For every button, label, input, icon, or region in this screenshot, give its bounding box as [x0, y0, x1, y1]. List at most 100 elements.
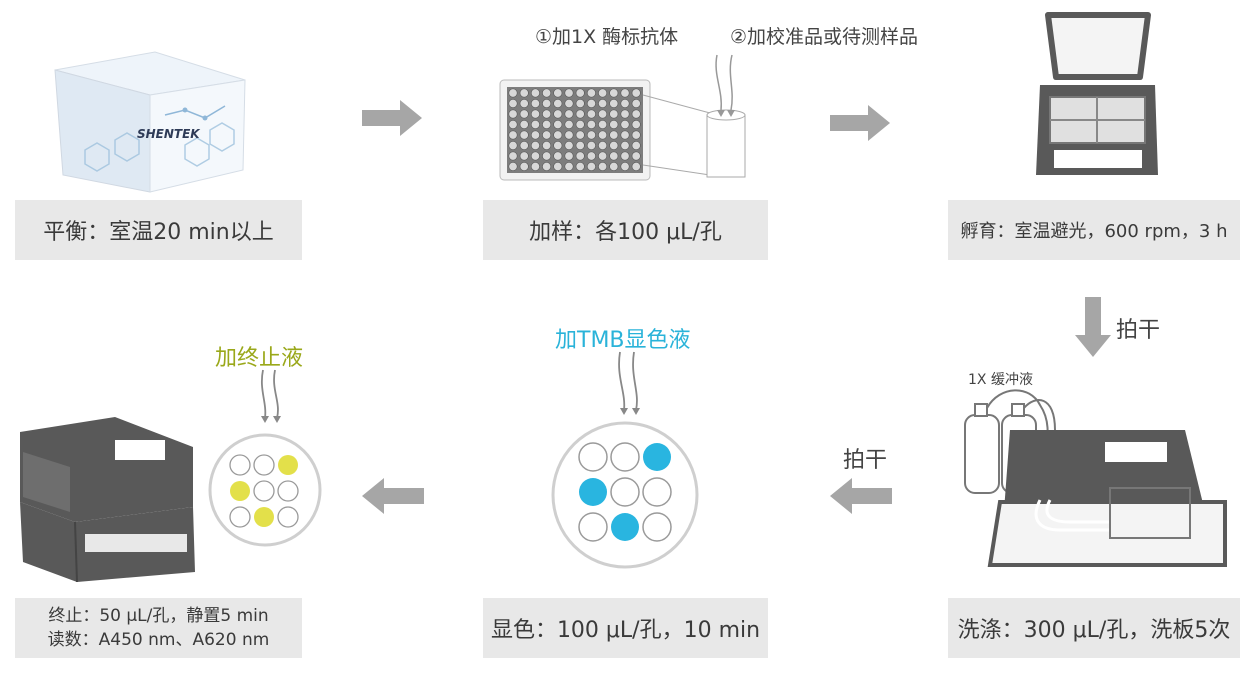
- plate-well: [598, 109, 608, 119]
- plate-well: [542, 162, 552, 172]
- plate-well: [564, 151, 574, 161]
- plate-well: [575, 120, 585, 130]
- plate-well: [553, 162, 563, 172]
- stop-well-diagram: [208, 369, 322, 547]
- plate-well: [609, 130, 619, 140]
- plate-well: [553, 130, 563, 140]
- add-tmb-note: 加TMB显色液: [555, 328, 691, 353]
- plate-well: [575, 151, 585, 161]
- plate-well: [631, 98, 641, 108]
- pat-dry-note-1: 拍干: [1116, 318, 1161, 343]
- add-stop-note: 加终止液: [215, 346, 304, 371]
- plate-well: [598, 120, 608, 130]
- stop-read-label: 终止：50 μL/孔，静置5 min 读数：A450 nm、A620 nm: [15, 598, 302, 658]
- plate-well: [631, 162, 641, 172]
- plate-well: [620, 162, 630, 172]
- flow-arrow-down: [1075, 297, 1111, 357]
- plate-well: [586, 162, 596, 172]
- plate-well: [575, 141, 585, 151]
- plate-well: [508, 98, 518, 108]
- add-sample-text: 加样：各100 μL/孔: [529, 220, 722, 245]
- plate-well: [586, 120, 596, 130]
- flow-arrow-right-1: [362, 100, 422, 136]
- plate-well: [575, 162, 585, 172]
- plate-well: [519, 151, 529, 161]
- plate-well: [598, 88, 608, 98]
- plate-well: [598, 130, 608, 140]
- incubate-label: 孵育：室温避光，600 rpm，3 h: [948, 200, 1240, 260]
- plate-well: [564, 130, 574, 140]
- plate-well: [519, 88, 529, 98]
- plate-well: [542, 98, 552, 108]
- plate-well: [508, 130, 518, 140]
- wash-label: 洗涤：300 μL/孔，洗板5次: [948, 598, 1240, 658]
- plate-well: [631, 88, 641, 98]
- kit-box-image: SHENTEK: [54, 51, 246, 193]
- plate-well: [575, 109, 585, 119]
- flow-arrow-left-1: [830, 478, 892, 514]
- plate-well: [542, 141, 552, 151]
- add-standard-note: ②加校准品或待测样品: [730, 26, 919, 48]
- plate-well: [598, 98, 608, 108]
- plate-well: [620, 88, 630, 98]
- plate-well: [519, 130, 529, 140]
- plate-well: [508, 162, 518, 172]
- plate-well: [553, 141, 563, 151]
- plate-well: [598, 141, 608, 151]
- plate-well: [586, 151, 596, 161]
- plate-well: [620, 120, 630, 130]
- plate-well: [631, 109, 641, 119]
- plate-well: [530, 120, 540, 130]
- add-antibody-note: ①加1X 酶标抗体: [535, 26, 679, 48]
- plate-well: [586, 130, 596, 140]
- wash-text: 洗涤：300 μL/孔，洗板5次: [957, 618, 1231, 643]
- plate-well: [542, 130, 552, 140]
- plate-well: [508, 109, 518, 119]
- plate-well: [542, 109, 552, 119]
- plate-well: [553, 151, 563, 161]
- equilibrate-text: 平衡：室温20 min以上: [43, 220, 274, 245]
- add-sample-label: 加样：各100 μL/孔: [483, 200, 768, 260]
- plate-well: [609, 162, 619, 172]
- plate-well: [620, 130, 630, 140]
- plate-well: [620, 151, 630, 161]
- plate-well: [530, 141, 540, 151]
- develop-text: 显色：100 μL/孔，10 min: [490, 618, 761, 643]
- plate-well: [508, 151, 518, 161]
- plate-well: [620, 109, 630, 119]
- plate-well: [575, 98, 585, 108]
- plate-well: [542, 120, 552, 130]
- plate-well: [631, 141, 641, 151]
- plate-reader-image: [20, 417, 195, 583]
- plate-well: [530, 151, 540, 161]
- brand-logo: SHENTEK: [137, 127, 201, 141]
- plate-well: [519, 141, 529, 151]
- plate-well: [564, 98, 574, 108]
- plate-well: [586, 141, 596, 151]
- plate-washer-image: [964, 389, 1227, 567]
- plate-well: [519, 120, 529, 130]
- plate-well: [530, 98, 540, 108]
- shaker-image: [1036, 12, 1158, 175]
- plate-well: [564, 120, 574, 130]
- buffer-note: 1X 缓冲液: [968, 372, 1033, 388]
- plate-well: [586, 98, 596, 108]
- plate-well: [609, 88, 619, 98]
- pat-dry-note-2: 拍干: [843, 448, 888, 473]
- plate-well: [609, 151, 619, 161]
- plate-well: [508, 88, 518, 98]
- plate-well: [609, 141, 619, 151]
- plate-well: [564, 88, 574, 98]
- plate-well: [519, 162, 529, 172]
- plate-well: [631, 120, 641, 130]
- plate-well: [530, 88, 540, 98]
- plate-well: [586, 88, 596, 98]
- plate-well: [575, 130, 585, 140]
- plate-well: [620, 98, 630, 108]
- tmb-well-diagram: [551, 351, 699, 569]
- plate-well: [598, 162, 608, 172]
- plate-well: [508, 141, 518, 151]
- plate-well: [553, 120, 563, 130]
- plate-well: [530, 162, 540, 172]
- microplate-image: [499, 54, 746, 181]
